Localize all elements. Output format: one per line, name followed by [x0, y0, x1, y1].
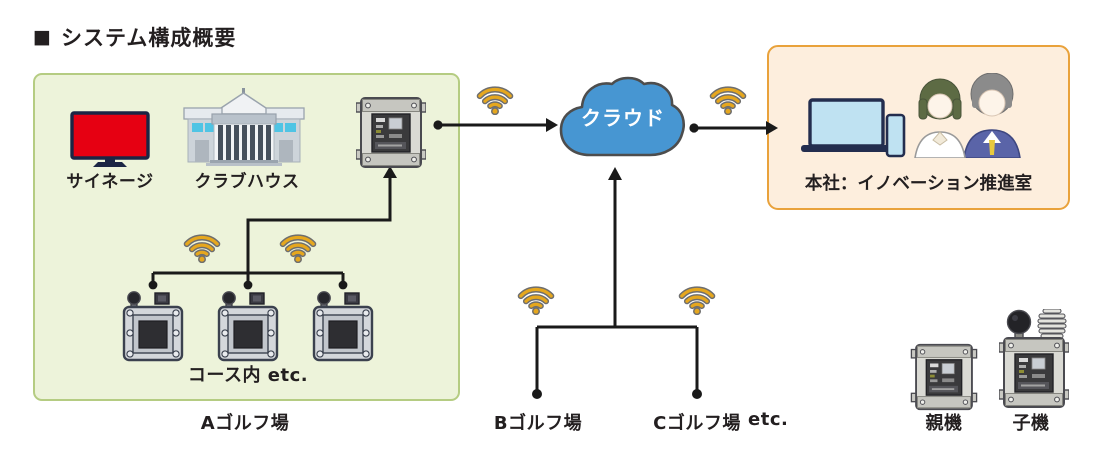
wifi-icon: [706, 77, 750, 115]
gateway-unit-icon: [356, 96, 426, 169]
site-b-label: Bゴルフ場: [493, 413, 583, 434]
etc-label: etc.: [748, 409, 789, 430]
wifi-icon: [180, 225, 224, 263]
headquarters-label: 本社：イノベーション推進室: [804, 174, 1033, 194]
signage-label: サイネージ: [66, 172, 154, 192]
clubhouse-icon: [178, 88, 310, 166]
page-title: ■ システム構成概要: [33, 22, 236, 52]
wifi-icon: [514, 277, 558, 315]
wifi-icon: [675, 277, 719, 315]
cloud-label: クラウド: [581, 106, 665, 130]
field-sensor-icon: [311, 291, 375, 362]
cloud-icon: [559, 76, 685, 157]
wifi-icon: [473, 77, 517, 115]
cloud-node: クラウド: [556, 72, 690, 166]
parent-unit-icon: [910, 343, 978, 411]
site-c-label: Cゴルフ場: [653, 413, 741, 434]
field-sensor-icon: [121, 291, 185, 362]
course-label: コース内 etc.: [187, 365, 309, 386]
signage-monitor-icon: [70, 111, 150, 167]
clubhouse-label: クラブハウス: [194, 172, 300, 192]
parent-unit-label: 親機: [925, 413, 963, 434]
heading-square-icon: ■: [33, 25, 52, 48]
page-title-text: システム構成概要: [60, 26, 237, 50]
wifi-icon: [276, 225, 320, 263]
site-a-label: Aゴルフ場: [200, 413, 290, 434]
child-unit-label: 子機: [1012, 413, 1050, 434]
hq-laptop-staff-icon: [788, 73, 1028, 158]
headquarters-box: [767, 45, 1070, 210]
child-unit-icon: [998, 309, 1070, 409]
field-sensor-icon: [216, 291, 280, 362]
